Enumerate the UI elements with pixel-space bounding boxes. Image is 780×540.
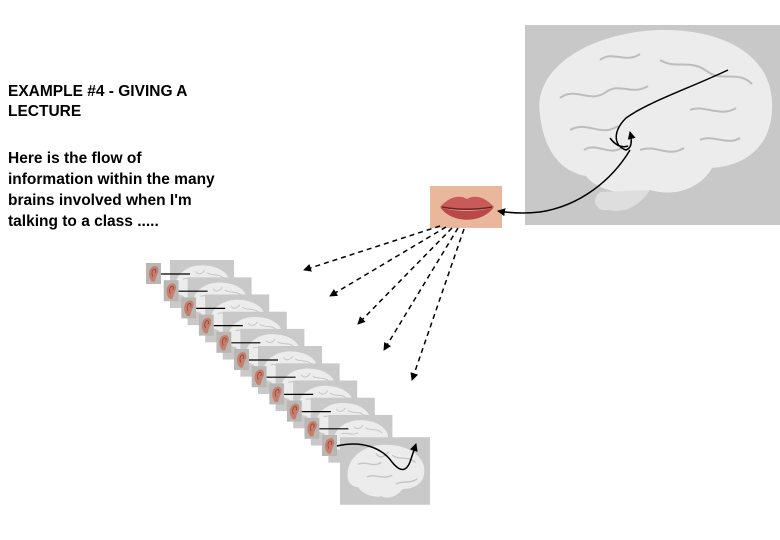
listener-neural-arrow [336,443,418,471]
listener-9 [286,397,376,446]
listener-1 [146,260,235,308]
speaker-neural-arrow [615,69,729,151]
listener-6 [234,346,323,394]
listener-3 [181,294,270,343]
listener-4 [198,311,288,360]
listener-5 [216,328,305,377]
ear-icon [304,417,320,440]
ear-icon [216,331,232,354]
mouth-image [430,186,502,228]
ear-icon [234,348,249,371]
listener-10 [304,414,393,463]
ear-icon [163,279,179,302]
listener-8 [269,380,358,429]
ear-icon [146,262,161,285]
ear-icon [286,400,302,423]
ear-icon [269,382,285,405]
ear-icon [322,434,337,457]
speaker-brain-image [525,25,780,225]
ear-icon [251,365,267,388]
sound-arrows [303,225,465,381]
speaker-neural-arrow-branch [609,137,629,148]
brain-to-mouth-arrow [497,149,631,217]
listener-7 [251,363,341,412]
ear-icon [181,296,197,319]
listener-brain-image [340,436,430,506]
slide-title: EXAMPLE #4 - GIVING A LECTURE [8,83,187,120]
ear-icon [198,314,214,337]
listener-2 [163,277,253,326]
slide-description: Here is the flow of information within t… [8,150,215,230]
listener-stack [146,260,430,506]
